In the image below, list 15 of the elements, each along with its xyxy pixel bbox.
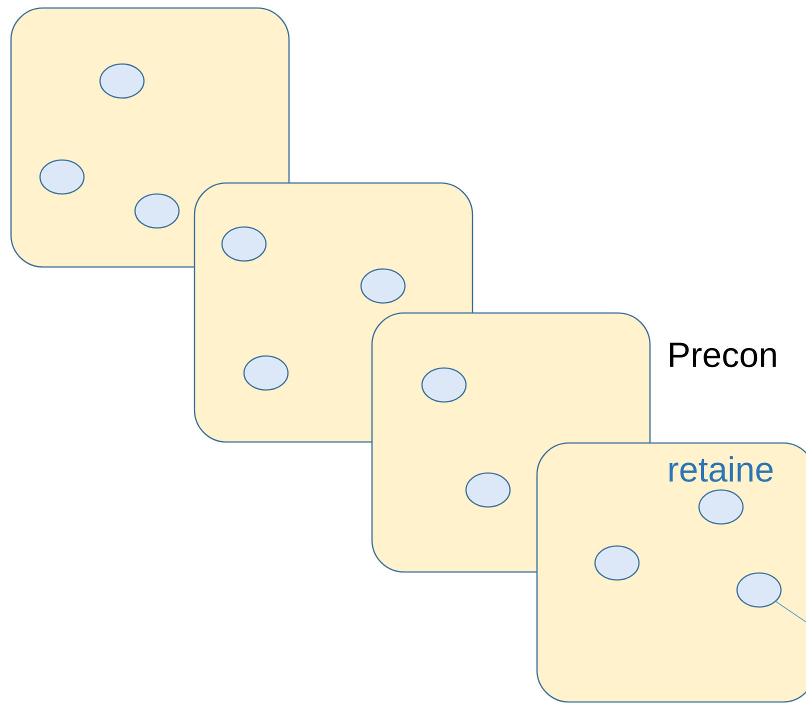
ellipse (421, 367, 467, 403)
ellipse (99, 63, 145, 99)
ellipse (698, 489, 744, 525)
ellipse (360, 268, 406, 304)
ellipse (243, 355, 289, 391)
ellipse (465, 472, 511, 508)
ellipse (39, 159, 85, 195)
ellipse (221, 226, 267, 262)
ellipse (134, 193, 180, 229)
label-text: retaine (670, 456, 773, 482)
card (536, 442, 806, 703)
label-text: Precon (670, 342, 776, 368)
ellipse (594, 545, 640, 581)
leader-line (776, 601, 806, 622)
ellipse (736, 572, 782, 608)
